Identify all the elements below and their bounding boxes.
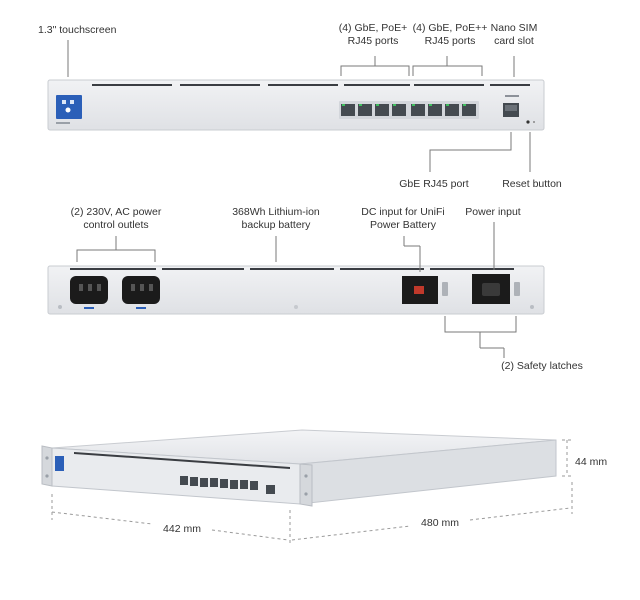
- front-panel: [47, 79, 545, 131]
- dimension-lines: [51, 439, 573, 546]
- label-power-outlets: (2) 230V, AC power control outlets: [64, 206, 168, 232]
- front-leaders: [67, 40, 531, 172]
- label-dc-input-line1: DC input for UniFi: [361, 206, 445, 218]
- reset-button: [526, 120, 530, 124]
- label-nano-sim-line1: Nano SIM: [490, 22, 538, 34]
- ac-outlet-2: [122, 276, 160, 304]
- label-gbe-port: GbE RJ45 port: [399, 178, 469, 190]
- label-poe-plus-line2: RJ45 ports: [347, 35, 399, 47]
- front-vents: [92, 84, 530, 86]
- perspective-view: [41, 429, 557, 507]
- label-power-outlets-line1: (2) 230V, AC power: [70, 206, 162, 218]
- label-nano-sim-line2: card slot: [494, 35, 534, 47]
- front-poe-ports: [339, 101, 479, 119]
- front-gbe-port: [503, 103, 519, 117]
- rear-panel: [47, 265, 545, 315]
- label-battery: 368Wh Lithium-ion backup battery: [226, 206, 326, 232]
- label-height-dimension: 44 mm: [575, 456, 608, 468]
- label-poe-plus-line1: (4) GbE, PoE+: [338, 22, 408, 34]
- label-poe-plusplus-line2: RJ45 ports: [424, 35, 476, 47]
- nano-sim-slot: [505, 95, 519, 97]
- perspective-touchscreen: [55, 456, 64, 471]
- label-power-input: Power input: [465, 206, 521, 218]
- label-nano-sim: Nano SIM card slot: [488, 22, 540, 48]
- label-reset-button: Reset button: [502, 178, 562, 190]
- label-power-outlets-line2: control outlets: [83, 219, 149, 231]
- label-depth-dimension: 442 mm: [163, 523, 201, 535]
- label-poe-plusplus-ports: (4) GbE, PoE++ RJ45 ports: [411, 22, 489, 48]
- dc-input-port: [402, 276, 448, 304]
- label-width-dimension: 480 mm: [421, 517, 459, 529]
- power-input-socket: [472, 274, 520, 304]
- perspective-ports: [180, 476, 275, 494]
- label-battery-line2: backup battery: [241, 219, 311, 231]
- touchscreen: [56, 95, 82, 119]
- label-poe-plus-ports: (4) GbE, PoE+ RJ45 ports: [334, 22, 412, 48]
- label-poe-plusplus-line1: (4) GbE, PoE++: [412, 22, 488, 34]
- label-safety-latches: (2) Safety latches: [501, 360, 583, 372]
- label-dc-input: DC input for UniFi Power Battery: [355, 206, 451, 232]
- label-battery-line1: 368Wh Lithium-ion: [232, 206, 320, 218]
- ac-outlet-1: [70, 276, 108, 304]
- rear-leaders: [76, 222, 517, 358]
- label-touchscreen: 1.3" touchscreen: [38, 24, 117, 36]
- rear-vents: [70, 268, 514, 270]
- label-dc-input-line2: Power Battery: [370, 219, 436, 231]
